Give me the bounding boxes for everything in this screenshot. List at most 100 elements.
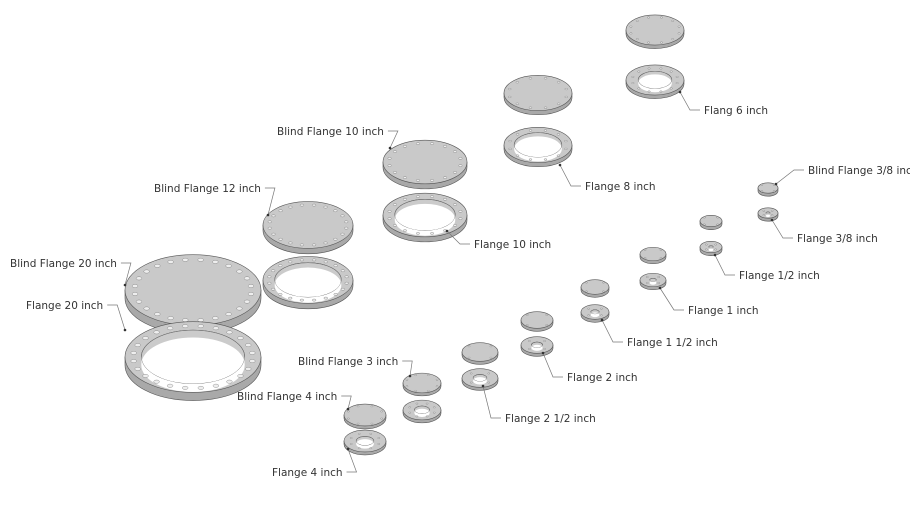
blind-flange-1 [639, 246, 667, 265]
bolt-hole [657, 282, 661, 284]
bolt-hole [130, 351, 137, 355]
bolt-hole [267, 281, 272, 285]
bolt-hole [426, 374, 430, 376]
label-flange-2-1-2: Flange 2 1/2 inch [505, 413, 596, 425]
bolt-hole [443, 145, 448, 148]
blind-flange-20 [124, 254, 262, 334]
bolt-hole [525, 314, 529, 316]
flange-20 [124, 321, 262, 401]
bolt-hole [487, 372, 491, 375]
bolt-hole [299, 203, 305, 207]
leader-arrow-icon [558, 163, 562, 167]
bolt-hole [543, 106, 548, 109]
bolt-hole [469, 381, 473, 384]
bolt-hole [402, 198, 407, 201]
bolt-hole [515, 154, 520, 157]
bolt-hole [130, 359, 137, 363]
bolt-hole [197, 257, 204, 262]
label-blind-20: Blind Flange 20 inch [10, 258, 117, 270]
bolt-hole [143, 306, 150, 311]
bolt-hole [271, 287, 276, 291]
label-flange-1-2: Flange 1/2 inch [739, 270, 820, 282]
bolt-hole [405, 385, 409, 388]
bolt-hole [515, 81, 519, 84]
leader-line [679, 91, 700, 111]
label-flange-3-8: Flange 3/8 inch [797, 233, 878, 245]
bolt-hole [153, 379, 160, 384]
bolt-hole [528, 348, 531, 350]
blind-flange-3 [402, 372, 442, 397]
bolt-hole [267, 275, 272, 279]
bolt-hole [134, 343, 141, 347]
bolt-hole [267, 226, 272, 230]
bolt-hole [631, 82, 635, 84]
bolt-hole [197, 385, 204, 390]
bolt-hole [356, 422, 360, 425]
bolt-hole [525, 324, 529, 326]
bolt-hole [247, 284, 255, 288]
bolt-hole [249, 351, 256, 355]
bolt-hole [333, 209, 338, 213]
bolt-hole [487, 381, 491, 384]
flange-3 [402, 399, 442, 424]
bolt-hole [393, 150, 397, 153]
bolt-hole [323, 241, 328, 245]
label-flange-10: Flange 10 inch [474, 239, 551, 251]
leader-arrow-icon [123, 328, 127, 332]
leader-line [601, 319, 623, 343]
bolt-hole [659, 90, 663, 93]
bolt-hole [380, 417, 383, 420]
bolt-hole [197, 318, 204, 323]
bolt-hole [154, 312, 161, 316]
label-blind-4: Blind Flange 4 inch [237, 391, 337, 403]
leader-arrow-icon [774, 182, 778, 186]
bolt-hole [167, 326, 174, 331]
blind-flange-2-1-2 [461, 342, 499, 365]
bolt-hole [278, 264, 283, 267]
bolt-hole [243, 276, 251, 281]
bolt-hole [515, 102, 519, 105]
bolt-hole [528, 340, 531, 342]
blind-flange-2 [520, 311, 554, 332]
bolt-hole [660, 41, 663, 44]
bolt-hole [333, 237, 338, 241]
bolt-hole [587, 314, 590, 317]
label-flange-6: Flang 6 inch [704, 105, 768, 117]
bolt-hole [414, 374, 418, 376]
bolt-hole [458, 164, 463, 167]
leader-arrow-icon [481, 384, 485, 388]
flange-12 [262, 256, 354, 310]
label-flange-2: Flange 2 inch [567, 372, 638, 384]
bolt-hole [182, 318, 189, 323]
bolt-hole [131, 292, 139, 296]
bolt-hole [236, 306, 243, 311]
bolt-hole [408, 406, 411, 409]
bolt-hole [760, 184, 764, 186]
bolt-hole [387, 217, 392, 220]
leader-arrow-icon [678, 90, 682, 94]
bolt-hole [645, 282, 649, 284]
bolt-hole [528, 129, 533, 132]
bolt-hole [245, 367, 252, 371]
bolt-hole [543, 129, 548, 132]
bolt-hole [387, 157, 392, 160]
bolt-hole [430, 232, 435, 235]
bolt-hole [556, 133, 561, 136]
leader-line [714, 254, 735, 276]
leader-arrow-icon [408, 374, 412, 378]
bolt-hole [344, 281, 349, 285]
bolt-hole [154, 264, 161, 268]
bolt-hole [377, 437, 381, 439]
bolt-hole [564, 147, 568, 150]
leader-arrow-icon [600, 318, 604, 322]
bolt-hole [557, 102, 561, 105]
blind-flange-8 [503, 75, 573, 116]
bolt-hole [453, 224, 457, 227]
bolt-hole [225, 312, 232, 316]
bolt-hole [377, 443, 381, 445]
bolt-hole [182, 324, 189, 329]
bolt-hole [426, 390, 430, 392]
bolt-hole [425, 402, 429, 405]
bolt-hole [271, 269, 276, 273]
label-flange-8: Flange 8 inch [585, 181, 656, 193]
